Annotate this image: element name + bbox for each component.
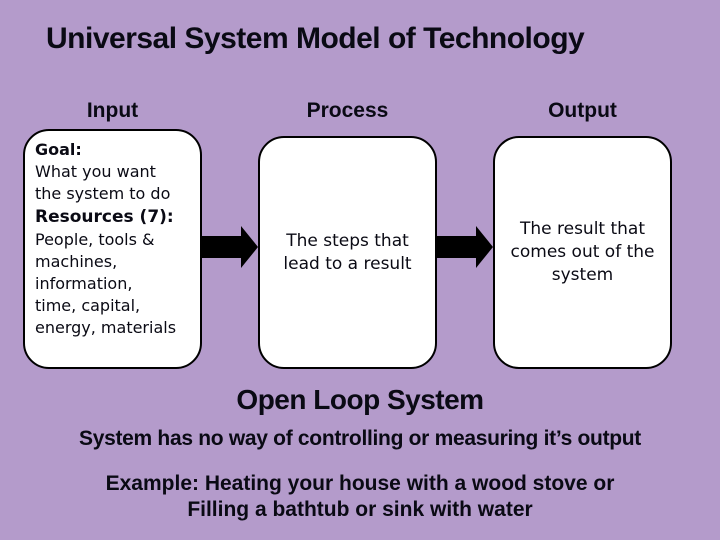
process-column-header: Process [306, 99, 389, 122]
open-loop-subtitle: Open Loop System [236, 384, 484, 415]
input-column-header: Input [86, 99, 139, 122]
goal-label: Goal: [35, 140, 82, 159]
arrow-right-icon [202, 226, 258, 268]
arrow-head [476, 226, 493, 268]
arrow-right-icon [437, 226, 493, 268]
process-text: The steps that lead to a result [283, 230, 412, 274]
arrow-shaft [202, 236, 242, 258]
goal-text: What you want the system to do [35, 162, 171, 203]
resources-text: People, tools & machines, information, t… [35, 230, 177, 337]
resources-label: Resources (7): [35, 207, 174, 227]
output-text: The result that comes out of the system [510, 219, 655, 285]
system-description: System has no way of controlling or meas… [78, 427, 642, 450]
example-text: Example: Heating your house with a wood … [105, 472, 615, 521]
arrow-shaft [437, 236, 477, 258]
process-box: The steps that lead to a result [258, 136, 437, 369]
arrow-head [241, 226, 258, 268]
output-box: The result that comes out of the system [493, 136, 672, 369]
input-box: Goal: What you want the system to do Res… [23, 129, 202, 369]
page-title: Universal System Model of Technology [46, 22, 585, 55]
output-column-header: Output [548, 99, 617, 122]
